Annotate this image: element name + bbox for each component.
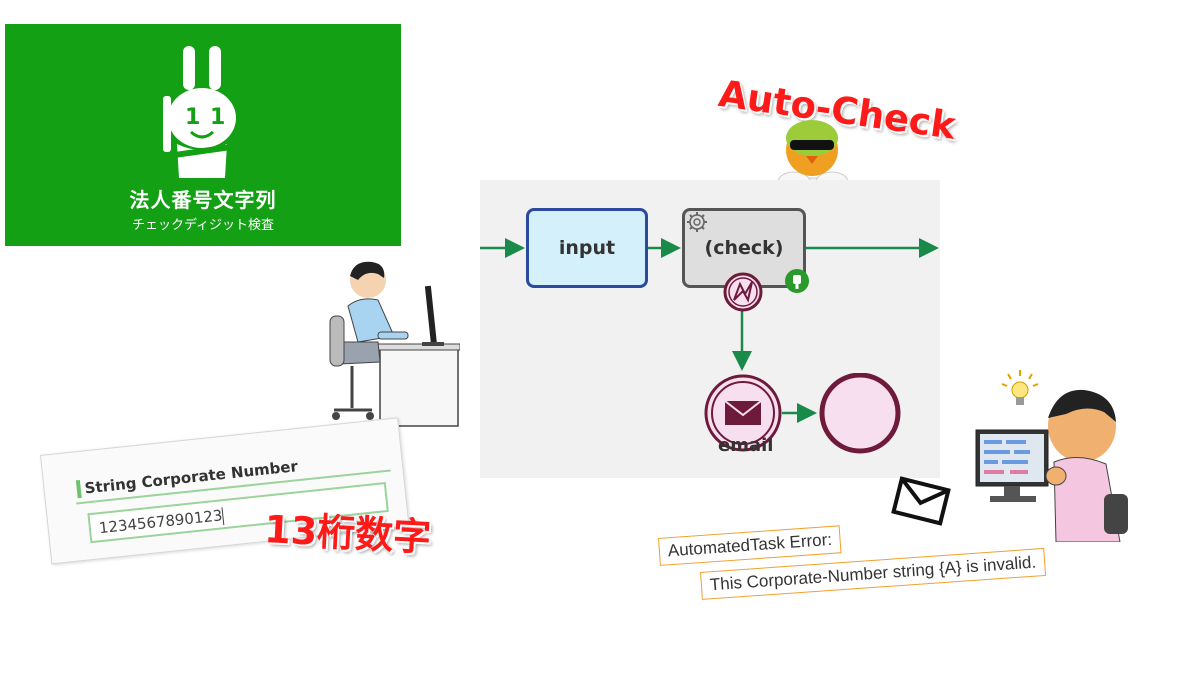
email-node-label: email: [718, 435, 774, 456]
thirteen-digits-label: 13桁数字: [263, 506, 433, 560]
rabbit-mascot-icon: 1 1: [163, 46, 236, 178]
gear-icon: [687, 212, 707, 232]
office-worker-illustration: [329, 261, 460, 427]
envelope-icon: [891, 476, 951, 526]
thinking-person-illustration: [975, 370, 1128, 542]
error-event-icon[interactable]: [723, 272, 763, 312]
logo-subtitle: チェックディジット検査: [131, 218, 275, 233]
logo-panel: 1 1 法人番号文字列 チェックディジット検査: [5, 24, 401, 246]
field-value: 1234567890123: [98, 506, 224, 538]
plug-badge-icon: [785, 269, 809, 293]
svg-text:1: 1: [185, 105, 200, 130]
end-event-icon[interactable]: [818, 373, 902, 457]
workflow-connectors: [480, 238, 939, 423]
workflow-canvas: input (check) email: [480, 180, 940, 478]
input-task-node[interactable]: input: [526, 208, 648, 288]
email-send-event[interactable]: [703, 373, 785, 455]
error-title: AutomatedTask Error:: [658, 525, 842, 566]
logo-title: 法人番号文字列: [129, 188, 277, 212]
svg-text:1: 1: [210, 105, 225, 130]
